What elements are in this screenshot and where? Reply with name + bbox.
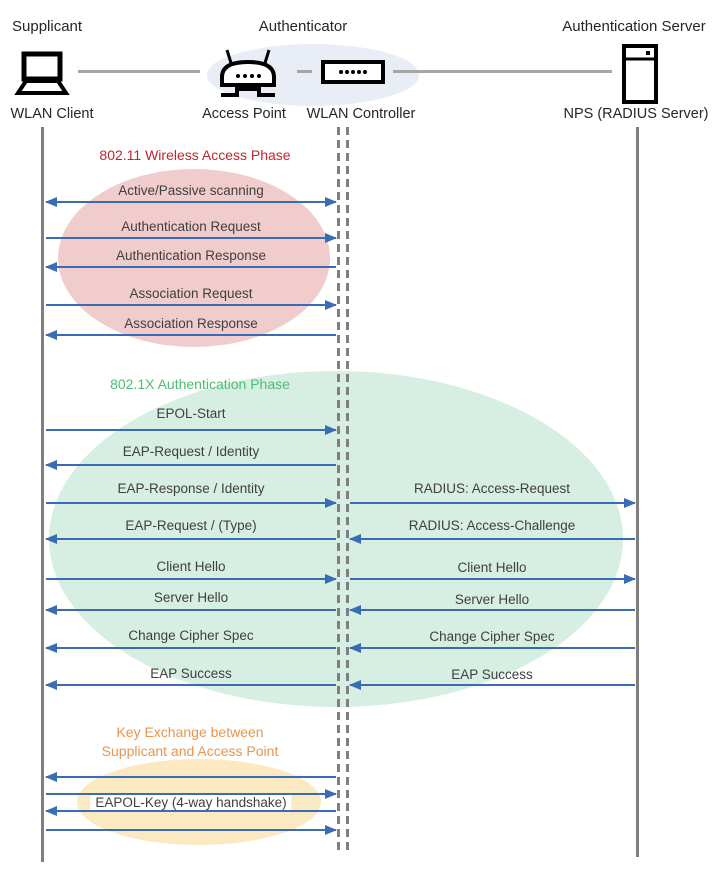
arrowhead-left — [45, 680, 57, 690]
message-arrow — [45, 330, 336, 340]
message-arrow — [46, 233, 337, 243]
device-label-wlan-client: WLAN Client — [10, 106, 94, 122]
message-arrow — [46, 300, 337, 310]
message-label: Change Cipher Spec — [128, 628, 254, 643]
message-arrow — [45, 460, 336, 470]
message-label: EPOL-Start — [156, 406, 226, 421]
message-arrow — [45, 680, 336, 690]
message-label: Association Request — [129, 286, 253, 301]
message-label: Change Cipher Spec — [429, 629, 555, 644]
phase3-title-line2: Supplicant and Access Point — [101, 743, 279, 759]
message-arrow — [349, 643, 635, 653]
arrowhead-left — [45, 772, 57, 782]
message-label: EAPOL-Key (4-way handshake) — [90, 795, 292, 810]
lifeline-wlan-controller-dashed — [337, 127, 340, 854]
message-label: Server Hello — [454, 592, 530, 607]
arrowhead-left — [349, 680, 361, 690]
message-arrow — [45, 772, 336, 782]
role-label-supplicant: Supplicant — [12, 18, 83, 35]
message-arrow — [46, 498, 337, 508]
device-label-radius-server: NPS (RADIUS Server) — [563, 106, 709, 122]
phase3-title: Key Exchange between Supplicant and Acce… — [102, 723, 279, 761]
message-label: EAP-Request / (Type) — [125, 518, 257, 533]
message-arrow — [350, 498, 636, 508]
header-connector-line — [393, 70, 612, 73]
lifeline-radius-server — [636, 127, 639, 857]
arrowhead-left — [349, 605, 361, 615]
message-arrow — [45, 262, 336, 272]
arrowhead-left — [349, 643, 361, 653]
message-label: Authentication Request — [121, 219, 261, 234]
laptop-icon — [14, 51, 70, 95]
arrowhead-left — [45, 262, 57, 272]
access-point-icon — [220, 49, 276, 97]
arrowhead-right — [325, 300, 337, 310]
message-label: Server Hello — [153, 590, 229, 605]
server-icon — [622, 44, 658, 104]
arrowhead-left — [45, 330, 57, 340]
arrowhead-right — [325, 498, 337, 508]
device-label-wlan-controller: WLAN Controller — [306, 106, 416, 122]
message-label: EAP Success — [451, 667, 533, 682]
lifeline-wlan-client — [41, 127, 44, 862]
header-connector-line — [78, 70, 200, 73]
arrowhead-left — [45, 605, 57, 615]
message-arrow — [46, 574, 337, 584]
arrowhead-right — [325, 574, 337, 584]
arrowhead-right — [325, 197, 337, 207]
phase1-ellipse — [58, 169, 330, 347]
message-arrow — [45, 806, 336, 816]
message-arrow — [45, 534, 336, 544]
message-label: EAP-Response / Identity — [117, 481, 265, 496]
arrowhead-left — [45, 806, 57, 816]
message-arrow — [350, 574, 636, 584]
role-label-authenticator: Authenticator — [258, 18, 348, 35]
message-label: Client Hello — [457, 560, 527, 575]
arrowhead-left — [45, 460, 57, 470]
message-label: Association Response — [124, 316, 258, 331]
phase1-title: 802.11 Wireless Access Phase — [99, 147, 291, 163]
message-label: Authentication Response — [115, 248, 267, 263]
message-label: RADIUS: Access-Request — [413, 481, 571, 496]
message-label: EAP Success — [150, 666, 232, 681]
message-arrow — [45, 605, 336, 615]
arrowhead-right — [624, 574, 636, 584]
arrowhead-right — [624, 498, 636, 508]
message-arrow — [46, 789, 337, 799]
arrowhead-left — [349, 534, 361, 544]
message-arrow — [349, 605, 635, 615]
phase2-title: 802.1X Authentication Phase — [110, 376, 290, 392]
message-label: RADIUS: Access-Challenge — [408, 518, 576, 533]
arrowhead-right — [325, 233, 337, 243]
role-label-auth-server: Authentication Server — [562, 18, 706, 35]
arrowhead-right — [325, 425, 337, 435]
wlan-controller-icon — [321, 60, 385, 84]
message-label: EAP-Request / Identity — [122, 444, 260, 459]
message-arrow — [349, 680, 635, 690]
message-arrow — [45, 197, 337, 207]
phase3-title-line1: Key Exchange between — [116, 724, 264, 740]
arrowhead-left — [45, 534, 57, 544]
device-label-access-point: Access Point — [202, 106, 286, 122]
arrowhead-right — [325, 825, 337, 835]
arrowhead-left — [45, 643, 57, 653]
header-connector-line — [297, 70, 312, 73]
message-arrow — [349, 534, 635, 544]
lifeline-wlan-controller-dashed — [346, 127, 349, 854]
arrowhead-right — [325, 789, 337, 799]
message-arrow — [46, 825, 337, 835]
message-arrow — [45, 643, 336, 653]
message-label: Client Hello — [156, 559, 226, 574]
message-label: Active/Passive scanning — [118, 183, 264, 198]
message-arrow — [46, 425, 337, 435]
arrowhead-left — [45, 197, 57, 207]
